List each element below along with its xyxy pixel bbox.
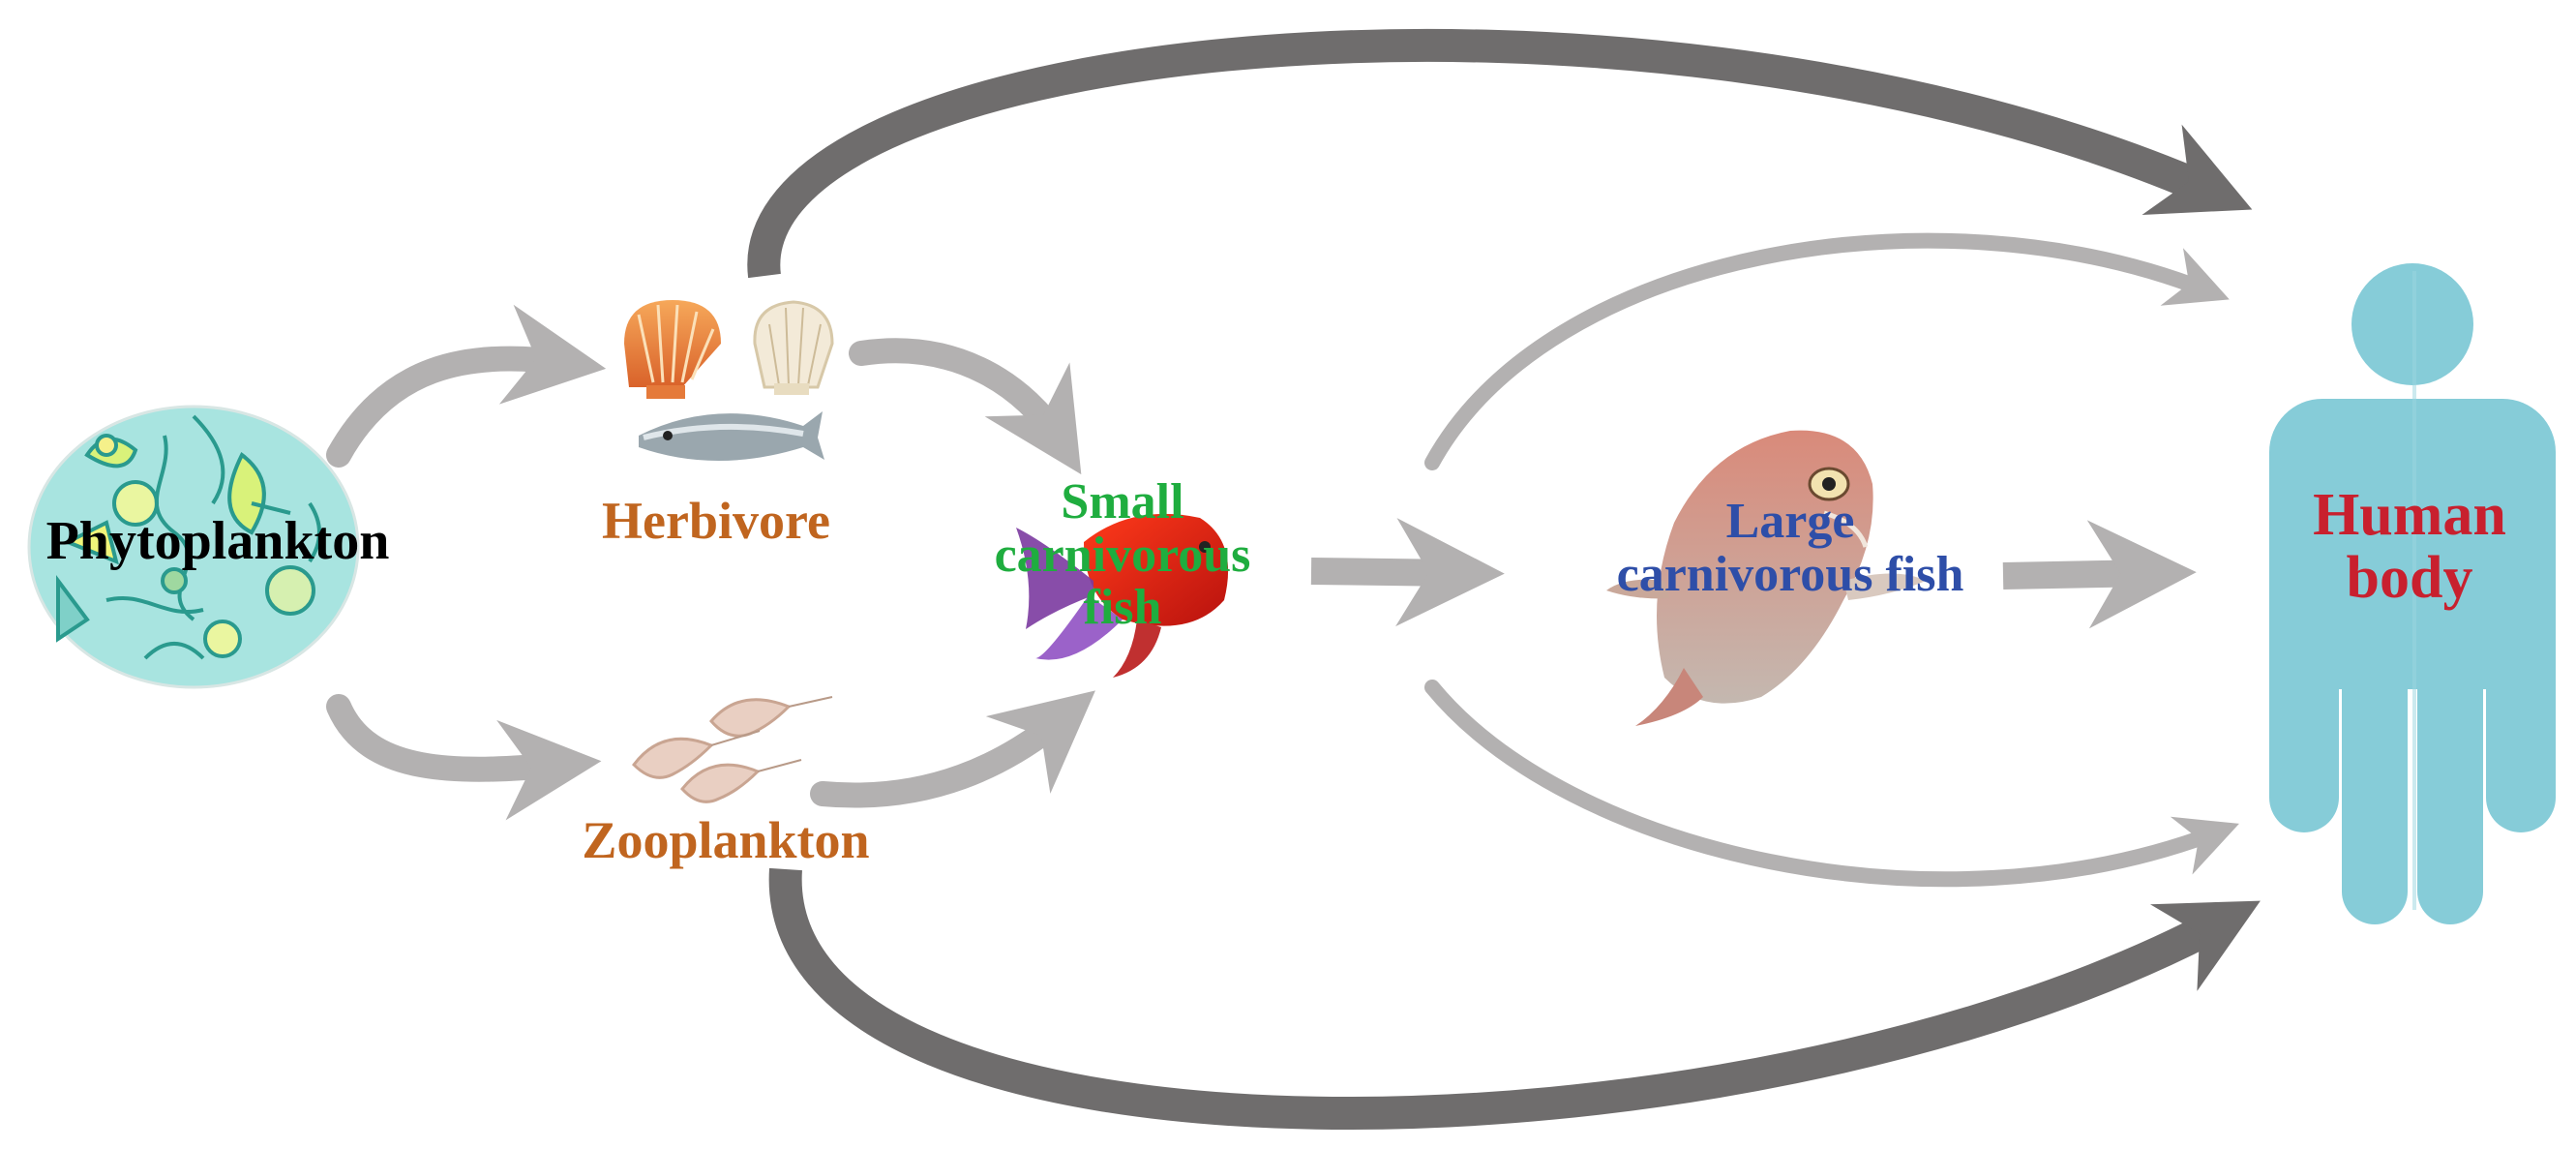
arrow-herbivore-to-human [747,28,2253,279]
arrow-zooplankton-to-human [768,867,2261,1131]
arrow-phytoplankton-to-herbivore [326,304,607,468]
label-large-fish: Large carnivorous fish [1529,494,2052,602]
small-fish-label-line-2: carnivorous [994,527,1251,583]
small-fish-image [1016,513,1229,678]
large-fish-label-line-1: Large [1725,494,1855,549]
label-human: Human body [2245,482,2574,612]
arrow-largefish-to-human [2002,520,2197,629]
arrow-smallfish-lower-to-human [1424,680,2239,888]
arrow-zooplankton-to-smallfish [810,690,1095,808]
small-fish-label-line-1: Small [1061,474,1184,529]
large-fish-label-line-2: carnivorous fish [1616,546,1964,602]
phytoplankton-image [27,405,360,689]
label-zooplankton: Zooplankton [542,813,910,868]
zooplankton-label: Zooplankton [582,811,870,869]
label-herbivore: Herbivore [552,494,881,549]
small-fish-label-line-3: fish [1083,580,1162,636]
arrow-herbivore-to-smallfish [849,338,1082,475]
label-phytoplankton: Phytoplankton [19,513,416,570]
small-fish-herbivore [639,411,824,461]
scallop-orange [624,300,721,399]
large-fish-image [1606,430,1926,726]
herbivore-image [624,300,834,461]
herbivore-label: Herbivore [602,492,830,550]
arrow-smallfish-upper-to-human [1424,232,2230,470]
label-small-fish: Small carnivorous fish [929,474,1316,636]
human-figure [2269,263,2556,924]
zooplankton-image [632,696,833,803]
human-label-line-2: body [2346,545,2473,612]
arrow-phytoplankton-to-zooplankton [326,694,602,821]
phytoplankton-label: Phytoplankton [45,511,390,571]
scallop-white [753,300,834,395]
arrow-smallfish-to-largefish [1310,518,1505,627]
human-label-line-1: Human [2313,482,2506,548]
arrows [326,28,2261,1131]
